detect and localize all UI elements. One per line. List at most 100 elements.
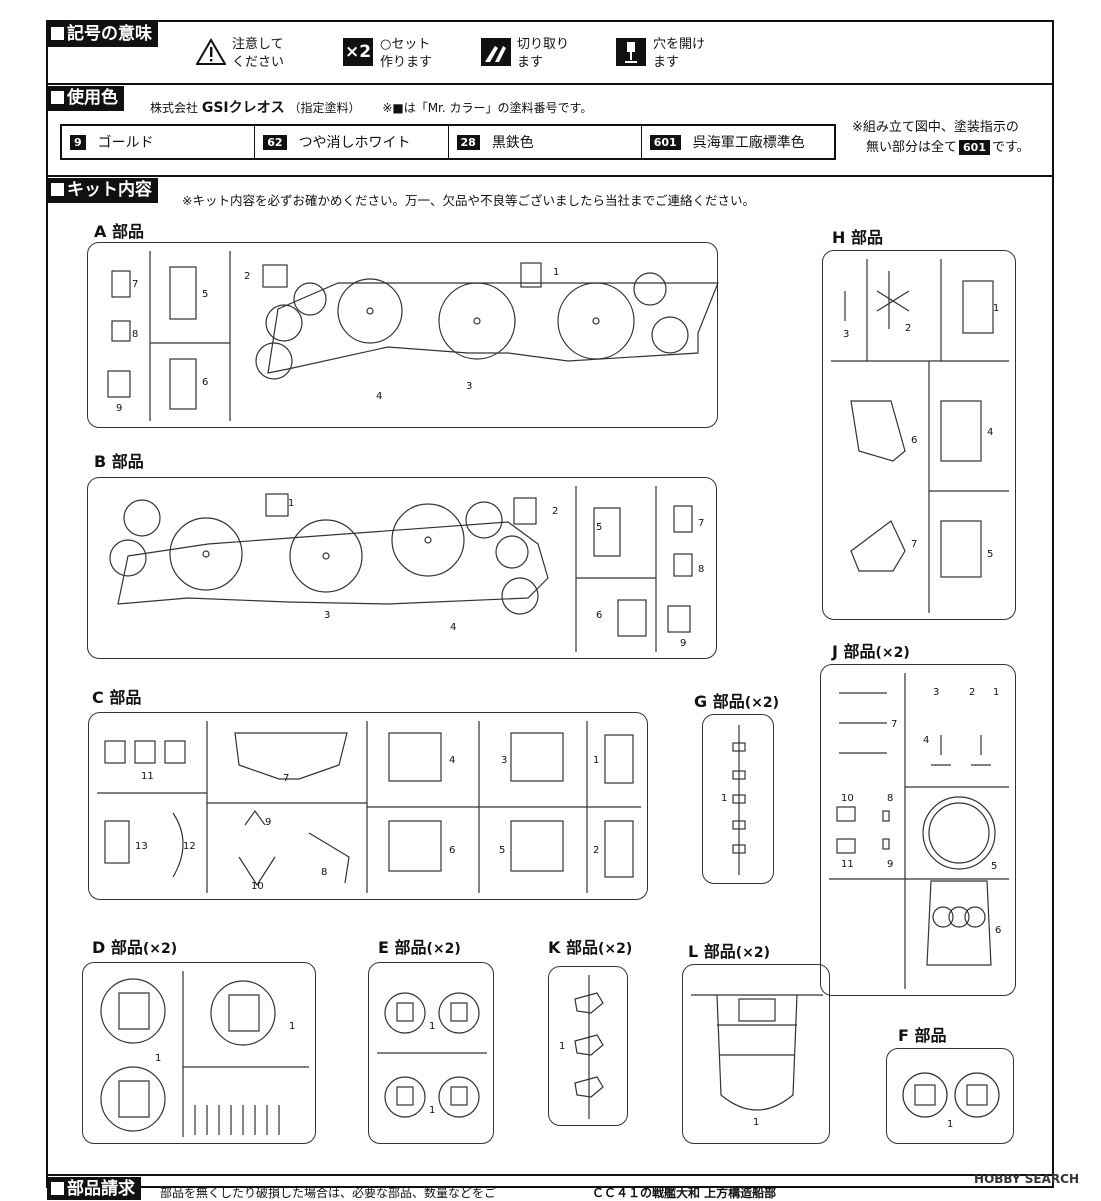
- request-note: 部品を無くしたり破損した場合は、必要な部品、数量などをご: [160, 1186, 497, 1200]
- part-number: 8: [321, 867, 328, 878]
- part-number: 1: [155, 1053, 162, 1064]
- part-number: 1: [429, 1105, 436, 1116]
- sprue-d-drawing: [100, 971, 309, 1137]
- paint-name: 呉海軍工廠標準色: [692, 135, 805, 151]
- watermark: HOBBY SEARCH: [974, 1172, 1079, 1186]
- parts-g-title: G 部品(×2): [694, 692, 779, 711]
- paint-name: 黒鉄色: [491, 135, 534, 151]
- part-number: 2: [969, 687, 976, 698]
- sprue-f-drawing: [902, 1072, 1000, 1118]
- parts-h-title: H 部品: [832, 228, 883, 247]
- part-number: 1: [553, 267, 560, 278]
- part-number: 4: [923, 735, 930, 746]
- parts-b-title: B 部品: [94, 452, 144, 471]
- page-frame: [46, 20, 1054, 1188]
- part-number: 4: [450, 622, 457, 633]
- section-header-colors: 使用色: [47, 86, 124, 111]
- part-number: 7: [132, 279, 139, 290]
- part-number: 3: [501, 755, 508, 766]
- sprue-j: 3 2 1 7 4 10 8 11 9 5 6: [820, 664, 1016, 996]
- part-number: 10: [841, 793, 854, 804]
- part-number: 9: [116, 403, 123, 414]
- part-number: 5: [991, 861, 998, 872]
- sprue-c-drawing: [97, 721, 641, 893]
- paint-remark-line1: ※組み立て図中、塗装指示の: [852, 120, 1019, 135]
- part-number: 5: [596, 522, 603, 533]
- parts-c-title: C 部品: [92, 688, 142, 707]
- part-number: 9: [265, 817, 272, 828]
- symbol-drill-label: 穴を開け ます: [653, 37, 706, 70]
- paint-number: 601: [649, 134, 681, 150]
- part-number: 8: [132, 329, 139, 340]
- paint-remark-line2b: です。: [991, 140, 1030, 155]
- part-number: 5: [987, 549, 994, 560]
- part-number: 4: [987, 427, 994, 438]
- times-two-icon: ×2: [343, 38, 373, 66]
- paint-maker-note: 株式会社 GSIクレオス （指定塗料） ※■は「Mr. カラー」の塗料番号です。: [150, 97, 592, 117]
- sprue-h-drawing: [831, 259, 1009, 613]
- part-number: 4: [376, 391, 383, 402]
- paint-number: 62: [263, 134, 287, 150]
- sprue-c: 11 7 4 3 1 13 12 9 10 8 6 5 2: [88, 712, 648, 900]
- parts-a-title: A 部品: [94, 222, 144, 241]
- paint-remark-line2a: 無い部分は全て: [866, 140, 958, 155]
- part-number: 2: [244, 271, 251, 282]
- part-number: 9: [680, 638, 687, 649]
- parts-j-title: J 部品(×2): [832, 642, 910, 661]
- part-number: 1: [593, 755, 600, 766]
- part-number: 2: [905, 323, 912, 334]
- sprue-l-drawing: [691, 994, 823, 1111]
- part-number: 8: [698, 564, 705, 575]
- sprue-j-drawing: [829, 673, 1009, 989]
- sprue-d: 1 1: [82, 962, 316, 1144]
- part-number: 2: [593, 845, 600, 856]
- part-number: 1: [721, 793, 728, 804]
- part-number: 13: [135, 841, 148, 852]
- parts-d-title: D 部品(×2): [92, 938, 178, 957]
- section-header-symbols: 記号の意味: [47, 22, 158, 47]
- parts-k-title: K 部品(×2): [548, 938, 633, 957]
- paint-cell: 601 呉海軍工廠標準色: [642, 126, 834, 158]
- sprue-e: 1 1: [368, 962, 494, 1144]
- part-number: 7: [283, 773, 290, 784]
- drill-icon: [616, 38, 646, 70]
- sprue-h: 3 2 1 6 4 7 5: [822, 250, 1016, 620]
- paren-label: （指定塗料）: [288, 101, 361, 115]
- sprue-e-drawing: [377, 992, 487, 1118]
- sprue-k-drawing: [574, 975, 604, 1119]
- paint-name: つや消しホワイト: [298, 135, 411, 151]
- parts-e-title: E 部品(×2): [378, 938, 461, 957]
- divider: [46, 175, 1054, 177]
- sprue-l: 1: [682, 964, 830, 1144]
- part-number: 6: [995, 925, 1002, 936]
- maker-label: 株式会社: [150, 101, 199, 115]
- part-number: 6: [202, 377, 209, 388]
- part-number: 3: [324, 610, 331, 621]
- part-number: 1: [993, 303, 1000, 314]
- part-number: 1: [288, 498, 295, 509]
- mr-color-note: ※■は「Mr. カラー」の塗料番号です。: [382, 101, 593, 115]
- paint-remark-number: 601: [959, 140, 990, 155]
- brand-label: GSIクレオス: [201, 100, 285, 116]
- part-number: 5: [202, 289, 209, 300]
- part-number: 6: [449, 845, 456, 856]
- sprue-g-drawing: [732, 725, 746, 875]
- part-number: 11: [841, 859, 854, 870]
- part-number: 2: [552, 506, 559, 517]
- paint-number: 9: [70, 134, 86, 150]
- part-number: 3: [466, 381, 473, 392]
- parts-f-title: F 部品: [898, 1026, 947, 1045]
- part-number: 6: [596, 610, 603, 621]
- bottom-right-note: ＣＣ４１の戦艦大和 上方構造船部: [592, 1186, 777, 1200]
- section-header-kit: キット内容: [47, 178, 158, 203]
- symbol-cut-label: 切り取り ます: [517, 37, 570, 70]
- part-number: 7: [891, 719, 898, 730]
- part-number: 3: [933, 687, 940, 698]
- part-number: 10: [251, 881, 264, 892]
- kit-note: ※キット内容を必ずお確かめください。万一、欠品や不良等ございましたら当社までご連…: [182, 193, 755, 208]
- sprue-a: 7 5 8 6 9 2 1 4 3: [87, 242, 719, 428]
- sprue-f: 1: [886, 1048, 1014, 1144]
